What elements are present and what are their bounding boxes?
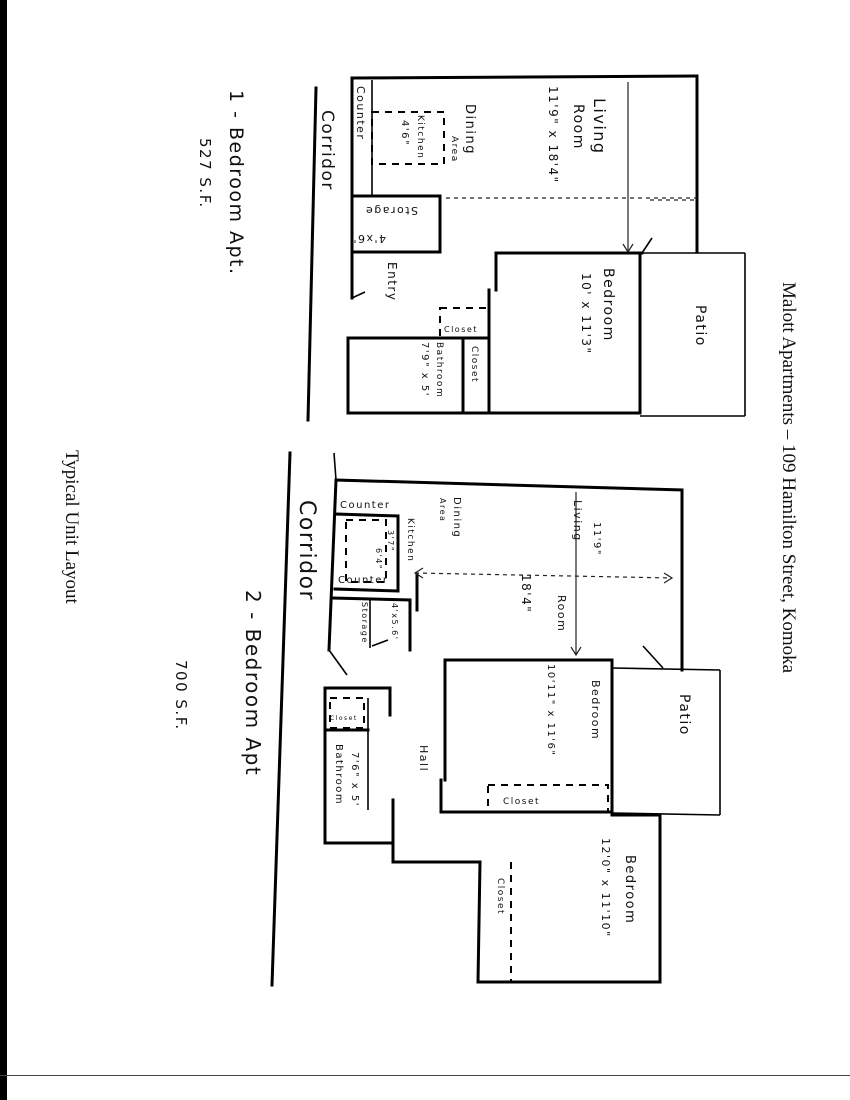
unit2-small-closet-outline	[329, 697, 365, 729]
unit2-outer-wall	[334, 478, 684, 492]
unit1-bedroom-size: 10' x 11'3"	[579, 273, 593, 355]
unit2-closet-bed1-outline	[487, 784, 609, 813]
scan-edge	[0, 0, 7, 1100]
unit2-name: 2 - Bedroom Apt	[241, 590, 265, 776]
unit2-small-closet-label: Closet	[330, 715, 358, 722]
unit1-corridor-line	[306, 86, 318, 422]
unit2-dimension-arrow	[663, 572, 674, 584]
unit1-bathroom-size: 7'9" x 5'	[419, 342, 430, 397]
unit1-patio-label: Patio	[692, 305, 708, 347]
unit1-storage-label: Storage	[364, 204, 418, 217]
unit2-patio-door	[642, 645, 664, 669]
unit2-dining-area-label: Area	[438, 498, 447, 522]
unit1-kitchen-label: Kitchen	[415, 115, 425, 159]
unit2-bathroom-label: Bathroom	[333, 744, 344, 805]
unit2-kitchen-label: Kitchen	[405, 518, 415, 562]
unit2-patio-edge	[611, 667, 721, 671]
unit2-area: 700 S.F.	[172, 660, 190, 731]
unit2-bedroom2-wall	[476, 860, 482, 984]
unit1-entry-label: Entry	[385, 262, 399, 301]
unit2-dimension-line	[414, 572, 673, 579]
unit1-kitchen-size: 4'6"	[399, 120, 410, 146]
unit2-counter-bottom-label: Counter	[338, 575, 388, 586]
unit2-storage-wall	[331, 596, 412, 602]
unit2-dining-label: Dining	[451, 497, 462, 538]
unit2-corridor-door	[328, 649, 348, 676]
unit2-counter-wall	[334, 512, 400, 518]
unit2-bedroom2-label: Bedroom	[622, 855, 637, 924]
unit2-outer-wall	[327, 478, 338, 652]
unit1-name: 1 - Bedroom Apt.	[225, 90, 247, 276]
unit2-counter-wall	[333, 587, 400, 593]
unit2-storage-label: Storage	[360, 602, 369, 644]
unit1-dimension-arrow	[622, 243, 634, 254]
unit1-bedroom-label: Bedroom	[600, 268, 616, 342]
unit2-corridor-label: Corridor	[294, 500, 319, 601]
unit-2-plan: 2 - Bedroom Apt 700 S.F. Corridor Counte…	[172, 451, 721, 987]
unit1-area: 527 S.F.	[196, 138, 214, 209]
unit2-kitchen-size-b: 6'4"	[374, 548, 383, 570]
unit2-closet-bed1-label: Closet	[503, 797, 540, 807]
unit1-bathroom-label: Bathroom	[434, 342, 444, 398]
unit1-closet-outline	[439, 307, 490, 339]
unit2-living-length: 18'4"	[519, 574, 533, 613]
unit1-entry-door	[351, 291, 366, 299]
unit2-bathroom-size: 7'6" x 5'	[349, 752, 360, 807]
unit2-patio-edge	[611, 812, 721, 816]
unit2-closet-bed2-label: Closet	[495, 878, 505, 915]
unit1-closet-b-label: Closet	[469, 346, 479, 383]
unit1-outer-wall	[350, 74, 699, 80]
unit2-corridor-line	[270, 451, 292, 987]
unit1-living-label: Living	[590, 98, 609, 155]
unit2-bedroom1-label: Bedroom	[589, 680, 602, 740]
unit1-kitchen-outline	[371, 111, 445, 165]
unit1-storage-size: 4'x6'	[352, 232, 386, 245]
unit2-living-width: 11'9"	[591, 522, 602, 556]
unit2-storage-door	[371, 639, 389, 647]
unit2-storage-size: 4'x5.6'	[390, 603, 399, 640]
unit2-kitchen-size-a: 3'7"	[386, 530, 395, 552]
unit1-closet-a-label: Closet	[444, 325, 478, 334]
page-bottom-rule	[0, 1075, 850, 1076]
unit2-bedroom1-size: 10'11" x 11'6"	[545, 664, 556, 757]
unit2-room-label: Room	[555, 595, 568, 632]
unit2-patio-label: Patio	[676, 694, 692, 736]
unit1-counter-label: Counter	[354, 86, 367, 140]
unit2-hall-label: Hall	[417, 745, 430, 772]
unit2-living-label: Living	[571, 500, 584, 542]
caption: Typical Unit Layout	[61, 450, 82, 605]
unit1-corridor-label: Corridor	[317, 110, 337, 191]
unit2-dimension-arrow	[570, 646, 582, 657]
unit-1-plan: 1 - Bedroom Apt. 527 S.F. Corridor Count…	[196, 74, 746, 422]
unit2-dimension-arrow	[413, 567, 424, 579]
unit2-corridor-line	[333, 452, 337, 481]
unit1-dining-area-label: Area	[449, 136, 459, 163]
unit1-living-room-label: Room	[570, 104, 586, 150]
unit1-living-size: 11'9" x 18'4"	[546, 86, 560, 184]
unit2-kitchen-outline	[345, 519, 387, 583]
unit2-counter-top-label: Counter	[340, 500, 390, 511]
unit1-patio-door	[641, 237, 653, 254]
unit2-bedroom2-size: 12'0" x 11'10"	[599, 838, 612, 938]
document-title: Malott Apartments – 109 Hamilton Street,…	[778, 282, 799, 674]
unit1-dining-label: Dining	[462, 104, 477, 155]
